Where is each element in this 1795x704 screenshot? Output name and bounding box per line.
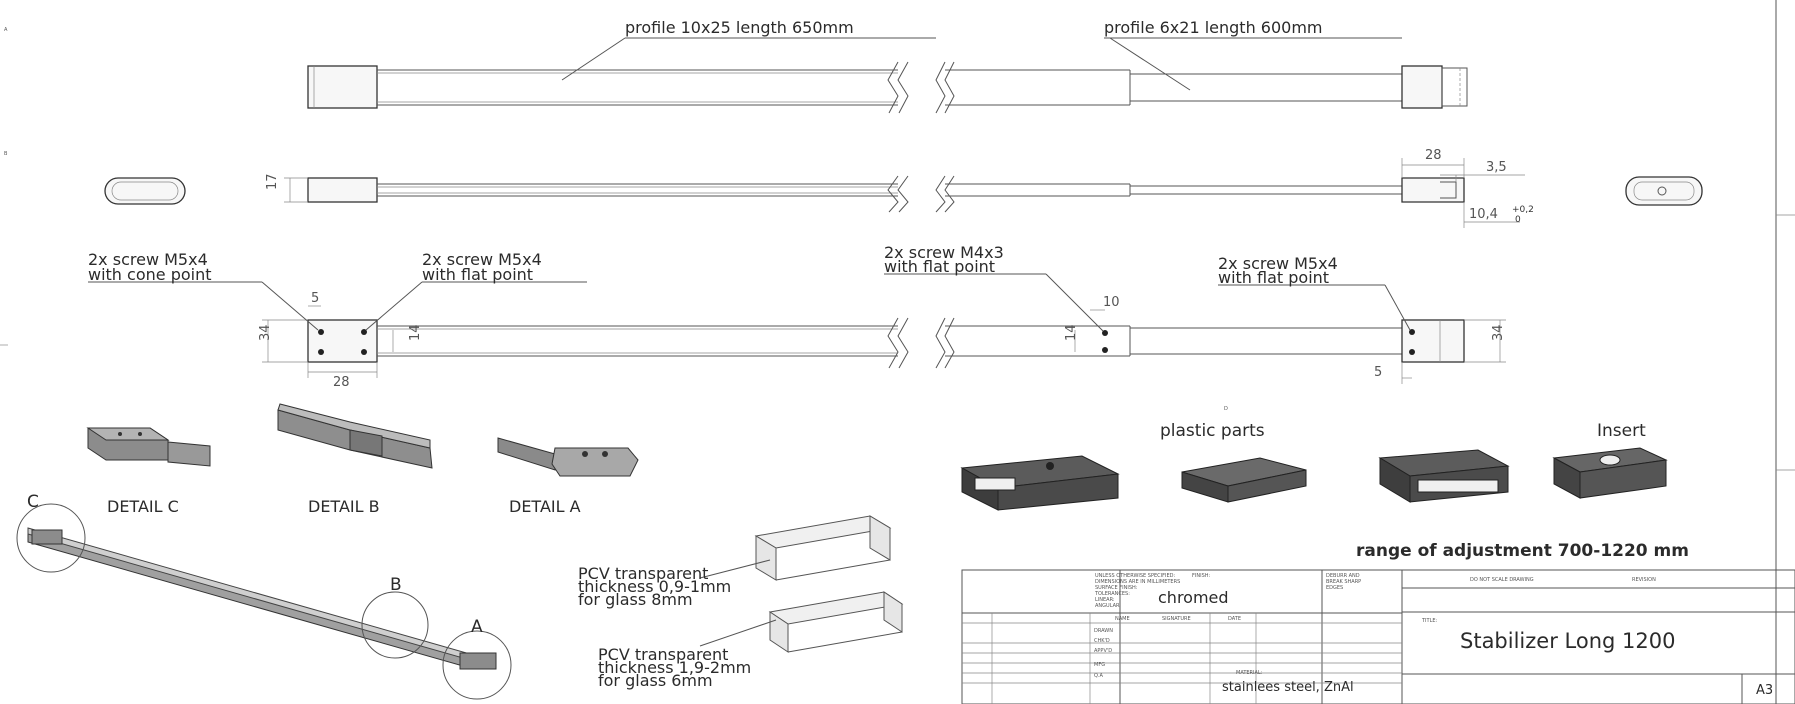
tb-deburr: DEBURR AND (1326, 573, 1360, 579)
tb-tolerances: TOLERANCES: (1094, 591, 1130, 597)
zone-label-b: B (4, 151, 8, 157)
dim-34-left: 34 (258, 324, 273, 341)
screw-flat-left-line2: with flat point (422, 265, 533, 284)
tb-linear: LINEAR: (1095, 597, 1115, 603)
dim-3-5: 3,5 (1486, 160, 1507, 175)
tb-row-drawn: DRAWN (1094, 628, 1113, 634)
detail-b-view (277, 403, 433, 469)
pcv-upper-line2: thickness 0,9-1mm (578, 577, 731, 596)
pcv-profiles (699, 515, 904, 653)
pcv-upper-line1: PCV transparent (578, 564, 708, 583)
callout-a: A (471, 617, 483, 637)
isometric-assembly (16, 503, 512, 700)
dim-14-left: 14 (408, 324, 423, 341)
pcv-lower-line1: PCV transparent (598, 645, 728, 664)
tb-title-value: Stabilizer Long 1200 (1460, 629, 1675, 653)
screw-m4-line2: with flat point (884, 257, 995, 276)
screw-flat-left-line1: 2x screw M5x4 (422, 250, 542, 269)
dim-28-left: 28 (333, 375, 350, 390)
dim-height-17: 17 (265, 173, 280, 190)
screw-cone-line2: with cone point (88, 265, 212, 284)
detail-a-label: DETAIL A (509, 497, 581, 516)
pcv-lower-line3: for glass 6mm (598, 671, 713, 690)
callout-b: B (390, 575, 402, 595)
tb-row-appvd: APPV'D (1094, 648, 1112, 654)
range-of-adjustment: range of adjustment 700-1220 mm (1356, 541, 1689, 561)
screw-flat-right-line1: 2x screw M5x4 (1218, 254, 1338, 273)
tb-unless: UNLESS OTHERWISE SPECIFIED: (1095, 573, 1175, 579)
dim-width-28-top: 28 (1425, 148, 1442, 163)
zone-label-a: A (4, 27, 8, 33)
title-block (961, 569, 1795, 704)
pcv-upper-line3: for glass 8mm (578, 590, 693, 609)
profile-right-label: profile 6x21 length 600mm (1104, 18, 1323, 37)
front-view (88, 273, 1506, 384)
tb-revision: REVISION (1632, 577, 1656, 583)
tb-name: NAME (1115, 616, 1130, 622)
tb-row-qa: Q.A (1094, 673, 1104, 679)
side-view (104, 158, 1703, 228)
tb-dont-scale: DO NOT SCALE DRAWING (1470, 577, 1534, 583)
plastic-parts-label: plastic parts (1160, 421, 1265, 441)
detail-c-label: DETAIL C (107, 497, 179, 516)
tb-row-chkd: CHK'D (1094, 638, 1110, 644)
tb-signature: SIGNATURE (1162, 616, 1191, 622)
dim-tolerance-lower: 0 (1515, 215, 1521, 225)
tb-material-value: stainlees steel, ZnAl (1222, 680, 1354, 695)
tb-break: BREAK SHARP (1326, 579, 1361, 585)
plastic-parts-renders (960, 447, 1668, 511)
dim-5-right: 5 (1374, 365, 1382, 380)
tb-finish-value: chromed (1158, 588, 1229, 607)
tb-surface: SURFACE FINISH: (1095, 585, 1138, 591)
screw-flat-right-line2: with flat point (1218, 268, 1329, 287)
dim-34-right: 34 (1491, 324, 1506, 341)
insert-label: Insert (1597, 421, 1646, 441)
screw-cone-line1: 2x screw M5x4 (88, 250, 208, 269)
dim-10-4: 10,4 (1469, 207, 1498, 222)
callout-c: C (27, 492, 39, 512)
profile-left-label: profile 10x25 length 650mm (625, 18, 854, 37)
top-view (307, 37, 1468, 114)
tb-edges: EDGES (1326, 585, 1343, 591)
dim-14-right: 14 (1064, 324, 1079, 341)
detail-c-view (86, 427, 211, 467)
tb-title-label: TITLE: (1421, 618, 1438, 624)
zone-label-d: D (1224, 406, 1228, 412)
tb-material-label: MATERIAL: (1236, 670, 1263, 676)
detail-b-label: DETAIL B (308, 497, 380, 516)
tb-finish-label: FINISH: (1192, 573, 1210, 579)
tb-sheet-size: A3 (1756, 683, 1773, 698)
tb-angular: ANGULAR: (1095, 603, 1121, 609)
dim-tolerance-upper: +0,2 (1512, 205, 1534, 215)
tb-row-mfg: MFG (1094, 662, 1105, 668)
detail-a-view (497, 437, 639, 477)
pcv-lower-line2: thickness 1,9-2mm (598, 658, 751, 677)
tb-date: DATE (1228, 616, 1241, 622)
dim-10: 10 (1103, 295, 1120, 310)
screw-m4-line1: 2x screw M4x3 (884, 243, 1004, 262)
dim-5-left: 5 (311, 291, 319, 306)
tb-dims-in: DIMENSIONS ARE IN MILLIMETERS (1095, 579, 1180, 585)
